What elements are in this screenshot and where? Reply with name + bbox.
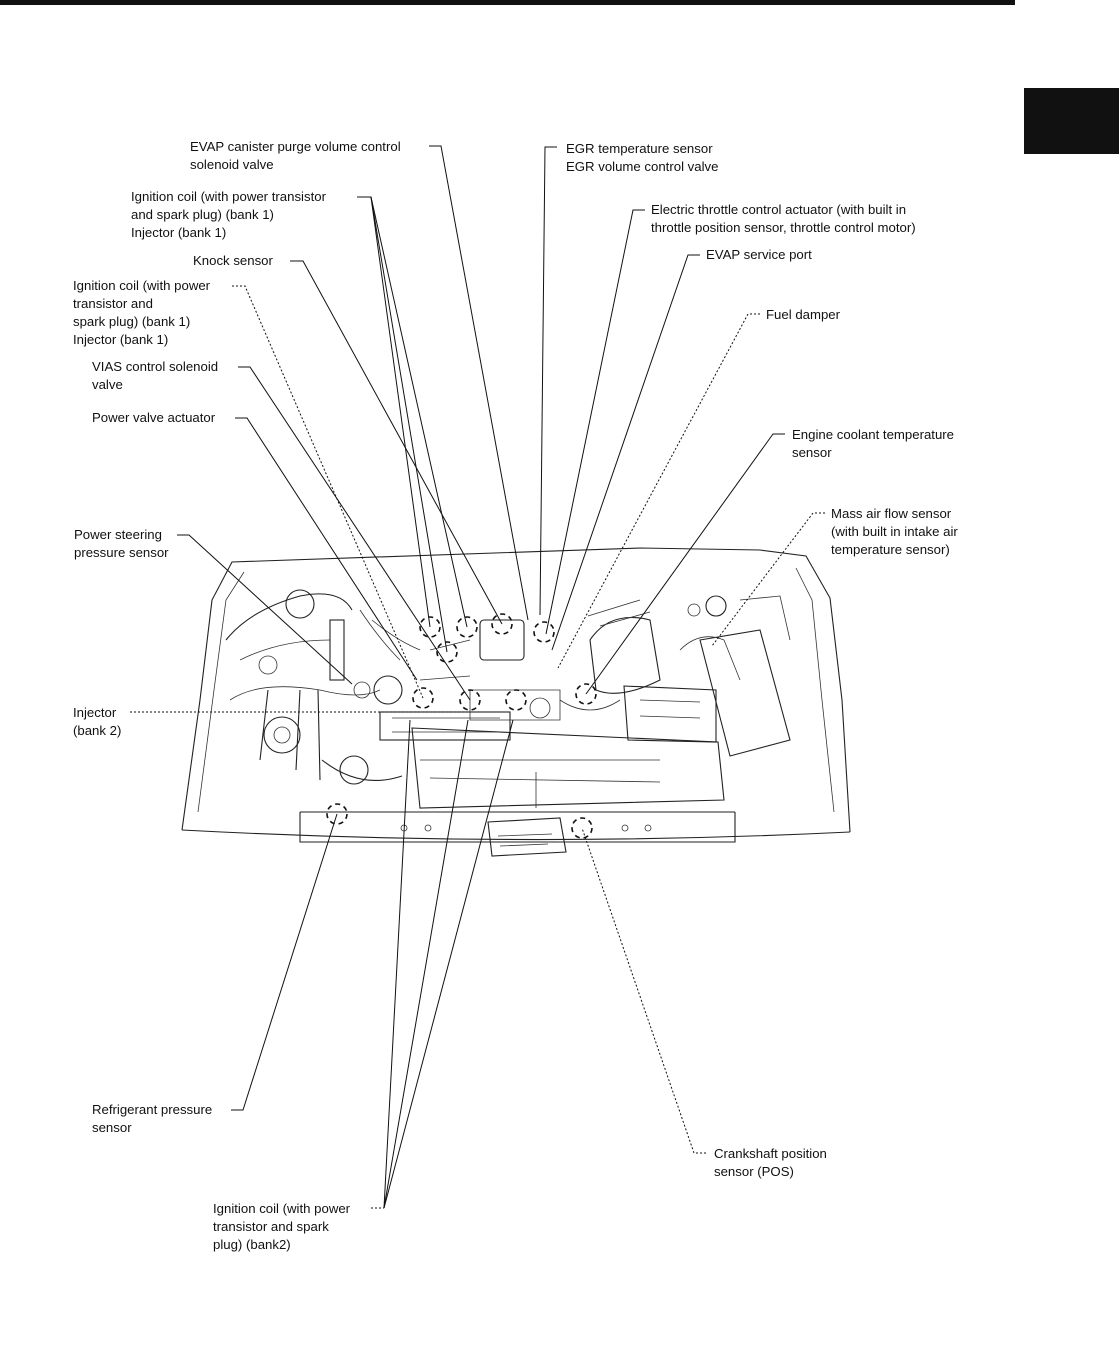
top-rule: [0, 0, 1015, 5]
label-ignition-coil-bank1-b: Ignition coil (with power transistor and…: [73, 278, 211, 347]
label-mass-air-flow-sensor: Mass air flow sensor (with built in inta…: [831, 506, 958, 557]
section-tab: [1024, 88, 1119, 154]
label-fuel-damper: Fuel damper: [766, 307, 841, 322]
label-refrigerant-sensor: Refrigerant pressure sensor: [92, 1102, 213, 1135]
label-evap-purge-valve: EVAP canister purge volume control solen…: [190, 139, 401, 172]
label-ignition-coil-bank1-a: Ignition coil (with power transistor and…: [131, 189, 326, 240]
label-throttle-actuator: Electric throttle control actuator (with…: [651, 202, 916, 235]
dashed-circle-marker-icon: [326, 613, 597, 839]
engine-compartment-icon: [181, 547, 851, 857]
label-crankshaft-sensor: Crankshaft position sensor (POS): [714, 1146, 827, 1179]
label-injector-bank2: Injector (bank 2): [73, 705, 122, 738]
label-knock-sensor: Knock sensor: [193, 253, 273, 268]
label-evap-service-port: EVAP service port: [706, 247, 812, 262]
label-coolant-temp-sensor: Engine coolant temperature sensor: [792, 427, 955, 460]
label-ignition-coil-bank2: Ignition coil (with power transistor and…: [213, 1201, 351, 1252]
label-vias-solenoid: VIAS control solenoid valve: [92, 359, 219, 392]
leader-lines: [130, 145, 825, 1209]
label-power-steering-sensor: Power steering pressure sensor: [74, 527, 169, 560]
label-power-valve-actuator: Power valve actuator: [92, 410, 216, 425]
label-egr-sensor-valve: EGR temperature sensor EGR volume contro…: [566, 141, 719, 174]
